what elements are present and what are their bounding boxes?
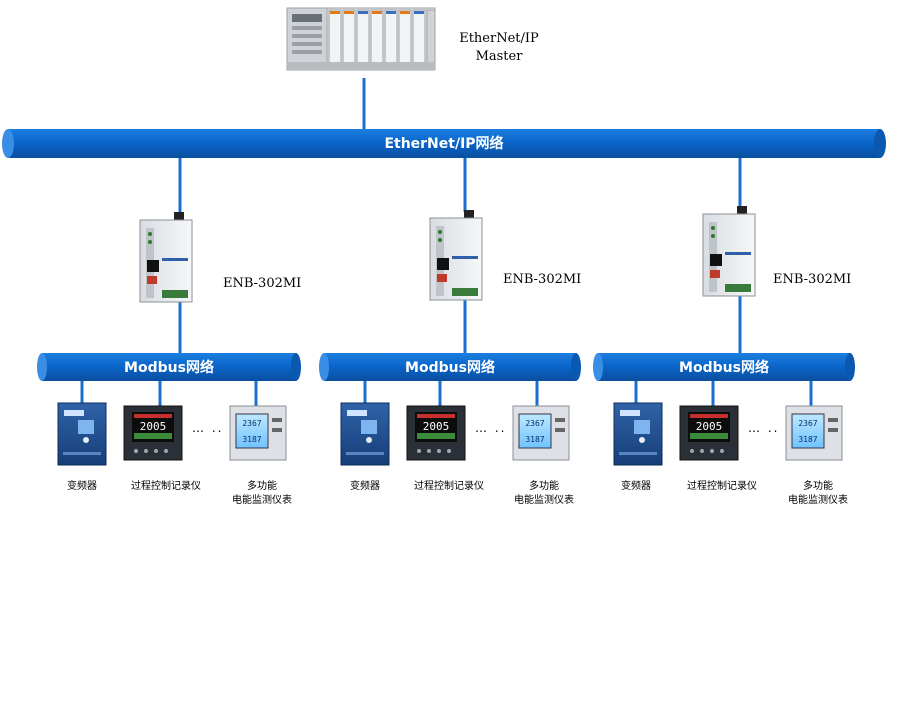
master-label-line2: Master xyxy=(475,49,523,64)
svg-text:3187: 3187 xyxy=(242,435,261,444)
power-meter-icon: 2367 3187 xyxy=(229,405,287,461)
ethernet-bus xyxy=(2,129,886,158)
plc-master-icon xyxy=(286,7,436,71)
gateway-icon-3 xyxy=(702,206,756,297)
recorder-screen-digits: 2005 xyxy=(140,420,167,433)
vfd-label-3: 变频器 xyxy=(621,481,651,492)
gateway-label-1: ENB-302MI xyxy=(223,276,302,291)
vfd-icon xyxy=(340,402,390,466)
device-group-1: 2005 2367 3187 xyxy=(57,402,287,466)
modbus-bus-label-3: Modbus网络 xyxy=(679,360,769,376)
vfd-label-2: 变频器 xyxy=(350,481,380,492)
modbus-bus-label-2: Modbus网络 xyxy=(405,360,495,376)
recorder-icon: 2005 xyxy=(406,405,466,461)
svg-text:2367: 2367 xyxy=(525,419,544,428)
meter-label-line2: 电能监测仪表 xyxy=(514,495,574,506)
device-group-3: 2005 2367 3187 xyxy=(613,402,843,466)
meter-label-line1: 多功能 xyxy=(247,481,277,492)
master-label-line1: EtherNet/IP xyxy=(459,31,539,46)
svg-text:2367: 2367 xyxy=(798,419,817,428)
meter-label-line1: 多功能 xyxy=(529,481,559,492)
power-meter-icon: 2367 3187 xyxy=(785,405,843,461)
ellipsis-1: … .. xyxy=(192,421,224,435)
gateway-icon-1 xyxy=(139,212,193,303)
meter-label-3: 多功能 电能监测仪表 xyxy=(776,480,860,508)
vfd-icon xyxy=(613,402,663,466)
master-label: EtherNet/IP Master xyxy=(444,30,554,66)
ellipsis-3: … .. xyxy=(748,421,780,435)
power-meter-icon: 2367 3187 xyxy=(512,405,570,461)
modbus-bus-1 xyxy=(37,353,301,381)
meter-label-line2: 电能监测仪表 xyxy=(232,495,292,506)
svg-text:3187: 3187 xyxy=(798,435,817,444)
gateway-icon-2 xyxy=(429,210,483,301)
modbus-bus-3 xyxy=(593,353,855,381)
vfd-icon xyxy=(57,402,107,466)
recorder-icon: 2005 xyxy=(679,405,739,461)
modbus-bus-2 xyxy=(319,353,581,381)
device-group-2: 2005 2367 3187 xyxy=(340,402,570,466)
recorder-label-2: 过程控制记录仪 xyxy=(414,481,484,492)
link-lines xyxy=(80,78,813,406)
meter-label-2: 多功能 电能监测仪表 xyxy=(502,480,586,508)
recorder-icon: 2005 xyxy=(123,405,183,461)
ethernet-bus-label: EtherNet/IP网络 xyxy=(384,136,504,152)
gateway-label-2: ENB-302MI xyxy=(503,272,582,287)
svg-text:3187: 3187 xyxy=(525,435,544,444)
meter-label-line1: 多功能 xyxy=(803,481,833,492)
modbus-bus-label-1: Modbus网络 xyxy=(124,360,214,376)
vfd-label-1: 变频器 xyxy=(67,481,97,492)
svg-text:2367: 2367 xyxy=(242,419,261,428)
recorder-screen-digits: 2005 xyxy=(423,420,450,433)
recorder-label-1: 过程控制记录仪 xyxy=(131,481,201,492)
ellipsis-2: … .. xyxy=(475,421,507,435)
recorder-screen-digits: 2005 xyxy=(696,420,723,433)
gateway-label-3: ENB-302MI xyxy=(773,272,852,287)
meter-label-line2: 电能监测仪表 xyxy=(788,495,848,506)
recorder-label-3: 过程控制记录仪 xyxy=(687,481,757,492)
meter-label-1: 多功能 电能监测仪表 xyxy=(220,480,304,508)
